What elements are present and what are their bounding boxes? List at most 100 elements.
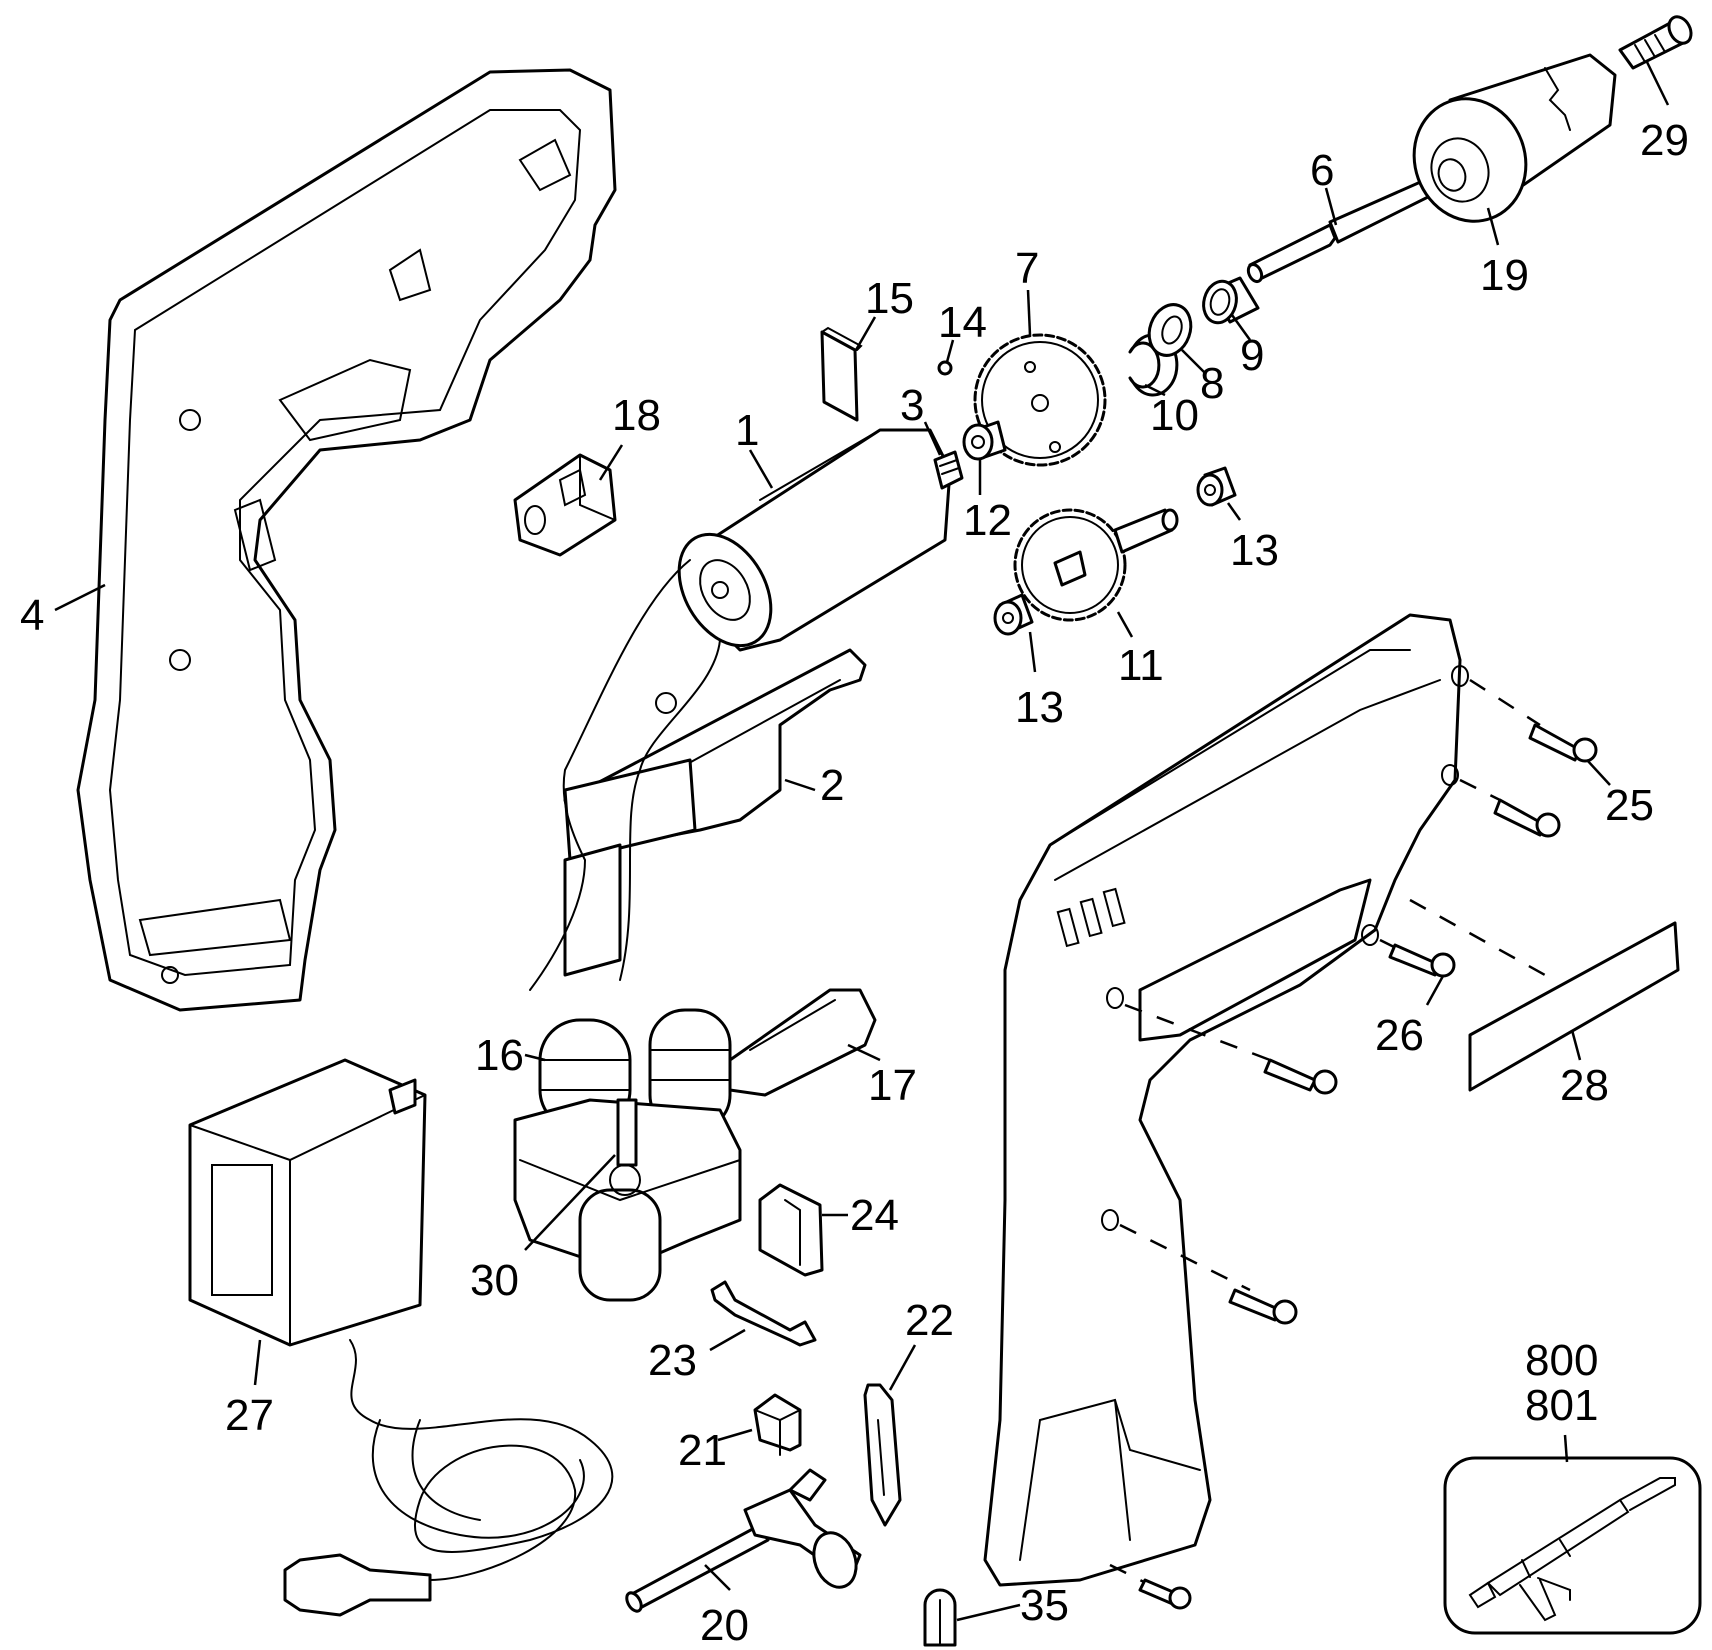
label-22: 22 — [905, 1296, 954, 1345]
part-label-17: 17 — [847, 1043, 917, 1110]
part-label-12: 12 — [963, 460, 1012, 545]
part-label-30: 30 — [470, 1154, 616, 1305]
label-18: 18 — [612, 391, 661, 440]
part-label-13-right: 13 — [1226, 502, 1279, 575]
part-label-9: 9 — [1230, 314, 1264, 380]
bit-holder-sleeve — [923, 1588, 957, 1647]
label-7: 7 — [1015, 244, 1039, 293]
label-20: 20 — [700, 1601, 749, 1650]
motor-wires — [529, 559, 721, 991]
left-housing-half — [76, 68, 617, 1012]
screw-handle-bottom — [1138, 1578, 1192, 1610]
battery-cover-plate — [728, 988, 877, 1097]
part-label-28: 28 — [1560, 1029, 1609, 1110]
part-label-14: 14 — [938, 298, 987, 363]
charger — [188, 1058, 614, 1617]
motor — [677, 428, 952, 652]
label-9: 9 — [1240, 331, 1264, 380]
part-label-3: 3 — [900, 381, 942, 456]
label-13a: 13 — [1230, 526, 1279, 575]
label-35: 35 — [1020, 1581, 1069, 1630]
part-label-13-left: 13 — [1015, 631, 1064, 732]
screwdriver-bit — [863, 1383, 902, 1527]
part-label-11: 11 — [1116, 611, 1164, 690]
thermostat — [616, 1098, 638, 1167]
screw-25-lower — [1493, 798, 1561, 838]
bushing-12 — [962, 420, 1007, 461]
switch-button — [513, 453, 617, 557]
part-label-20: 20 — [700, 1564, 749, 1650]
part-label-10: 10 — [1144, 383, 1199, 440]
label-25: 25 — [1605, 781, 1654, 830]
key-clip — [753, 1393, 802, 1456]
part-label-15: 15 — [854, 274, 914, 351]
label-14: 14 — [938, 298, 987, 347]
washer — [1147, 303, 1193, 357]
insulator — [820, 326, 863, 422]
battery-clip — [758, 1183, 824, 1277]
bushing-13-left — [993, 593, 1034, 636]
label-27: 27 — [225, 1391, 274, 1440]
wire-clip — [710, 1280, 817, 1347]
part-label-7: 7 — [1015, 244, 1039, 336]
part-label-29: 29 — [1640, 61, 1689, 165]
part-label-800-801: 800 801 — [1525, 1336, 1598, 1463]
screw-handle-upper — [1263, 1058, 1338, 1095]
part-label-16: 16 — [475, 1031, 546, 1080]
label-6: 6 — [1310, 146, 1334, 195]
part-label-6: 6 — [1310, 146, 1338, 226]
nameplate — [1468, 921, 1680, 1092]
label-2: 2 — [820, 761, 844, 810]
right-housing-half — [983, 613, 1469, 1587]
chuck-key — [625, 1468, 862, 1613]
label-21: 21 — [678, 1426, 727, 1475]
label-12: 12 — [963, 496, 1012, 545]
label-26: 26 — [1375, 1011, 1424, 1060]
label-800: 800 — [1525, 1336, 1598, 1385]
part-label-35: 35 — [956, 1581, 1069, 1630]
part-label-19: 19 — [1480, 207, 1529, 300]
screw-26 — [1388, 943, 1456, 978]
chuck-screw — [1618, 15, 1693, 70]
chuck — [1412, 53, 1617, 223]
bearing — [1202, 276, 1260, 325]
label-19: 19 — [1480, 251, 1529, 300]
part-label-21: 21 — [678, 1426, 753, 1475]
part-label-8: 8 — [1181, 349, 1224, 408]
screw-handle-lower — [1228, 1288, 1298, 1325]
label-3: 3 — [900, 381, 924, 430]
label-28: 28 — [1560, 1061, 1609, 1110]
spur-gear — [973, 333, 1107, 467]
label-8: 8 — [1200, 359, 1224, 408]
screw-25-upper — [1528, 723, 1598, 763]
label-1: 1 — [735, 406, 759, 455]
label-30: 30 — [470, 1256, 519, 1305]
label-13b: 13 — [1015, 683, 1064, 732]
part-label-26: 26 — [1375, 975, 1445, 1060]
part-label-25: 25 — [1586, 759, 1654, 830]
switch-trigger — [563, 648, 867, 977]
cluster-gear — [1013, 508, 1179, 622]
label-801: 801 — [1525, 1381, 1598, 1430]
part-label-22: 22 — [888, 1296, 954, 1391]
part-label-4: 4 — [20, 583, 106, 640]
part-label-2: 2 — [784, 761, 844, 810]
motor-pinion — [933, 450, 964, 490]
bushing-13-right — [1196, 466, 1237, 507]
accessory-inset — [1443, 1456, 1702, 1635]
ball — [937, 360, 953, 376]
label-16: 16 — [475, 1031, 524, 1080]
part-label-27: 27 — [225, 1339, 274, 1440]
label-29: 29 — [1640, 116, 1689, 165]
battery-pack — [513, 1008, 742, 1302]
label-23: 23 — [648, 1336, 697, 1385]
label-24: 24 — [850, 1191, 899, 1240]
label-17: 17 — [868, 1061, 917, 1110]
part-label-18: 18 — [598, 391, 661, 481]
spindle — [1246, 178, 1434, 284]
label-4: 4 — [20, 591, 44, 640]
label-11: 11 — [1118, 641, 1164, 690]
part-label-24: 24 — [822, 1191, 899, 1240]
label-10: 10 — [1150, 391, 1199, 440]
